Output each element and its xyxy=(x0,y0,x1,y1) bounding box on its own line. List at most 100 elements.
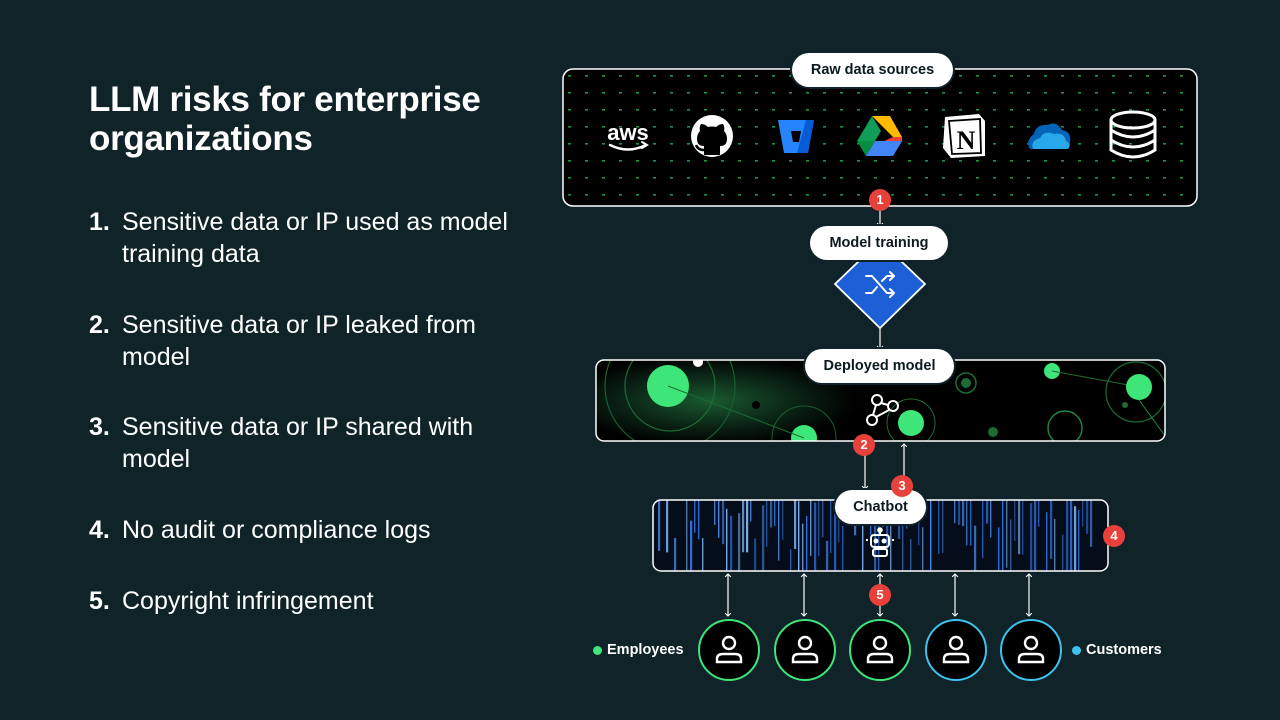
legend-employees: Employees xyxy=(593,641,684,659)
model-training-label: Model training xyxy=(810,226,948,260)
signal-bar xyxy=(790,549,792,571)
signal-bar xyxy=(1018,500,1021,555)
signal-bar xyxy=(1090,500,1093,547)
signal-bar xyxy=(794,500,797,550)
github-icon xyxy=(691,115,733,157)
model-nodes-icon xyxy=(866,394,899,426)
signal-bar xyxy=(834,501,837,571)
person-icon xyxy=(942,635,970,664)
user-avatar-employee xyxy=(849,619,911,681)
signal-bar xyxy=(702,538,704,571)
deployed-model-panel xyxy=(595,359,1166,442)
signal-bar xyxy=(998,527,1000,571)
page-title: LLM risks for enterprise organizations xyxy=(89,80,481,158)
signal-bar xyxy=(1070,500,1073,571)
user-arrows xyxy=(724,573,1033,617)
signal-bar xyxy=(1010,519,1012,571)
signal-bar xyxy=(910,539,912,571)
employees-dot-icon xyxy=(593,645,602,655)
risk-number: 4. xyxy=(89,516,110,544)
person-icon xyxy=(866,635,894,664)
user-avatar-customer xyxy=(925,619,987,681)
risk-text: Copyright infringement xyxy=(122,587,374,615)
risk-badge-1: 1 xyxy=(869,189,891,211)
signal-bar xyxy=(942,500,944,553)
signal-bar xyxy=(962,500,965,527)
signal-bar xyxy=(818,500,820,557)
signal-bar xyxy=(826,540,829,571)
signal-bar xyxy=(1062,534,1064,571)
signal-bar xyxy=(970,500,972,546)
signal-bar xyxy=(930,500,932,571)
risk-badge-5: 5 xyxy=(869,584,891,606)
signal-bar xyxy=(1078,509,1080,571)
raw-data-sources-label: Raw data sources xyxy=(792,53,953,87)
signal-bar xyxy=(714,500,716,525)
signal-bar xyxy=(730,515,733,571)
signal-bar xyxy=(802,523,804,571)
signal-bar xyxy=(814,502,817,571)
customers-dot-icon xyxy=(1072,645,1081,655)
signal-bar xyxy=(1086,500,1089,534)
risk-number: 2. xyxy=(89,311,110,339)
signal-bar xyxy=(782,500,784,540)
signal-bar xyxy=(938,500,940,554)
signal-bar xyxy=(954,500,956,524)
signal-bar xyxy=(918,500,920,546)
signal-bar xyxy=(922,527,924,571)
signal-bar xyxy=(742,500,745,553)
svg-text:aws: aws xyxy=(607,120,649,145)
svg-text:N: N xyxy=(957,126,976,155)
person-icon xyxy=(791,635,819,664)
deployed-model-label: Deployed model xyxy=(805,349,954,383)
signal-bar xyxy=(838,500,840,543)
signal-bar xyxy=(686,500,688,571)
risk-item: 1. Sensitive data or IP used as model tr… xyxy=(89,206,509,270)
bitbucket-icon xyxy=(778,120,814,153)
signal-bar xyxy=(990,500,992,538)
signal-bar xyxy=(726,508,728,571)
signal-bar xyxy=(1082,500,1084,527)
signal-bar xyxy=(1066,500,1069,571)
signal-bar xyxy=(770,500,773,528)
signal-bar xyxy=(798,501,800,571)
signal-bar xyxy=(890,509,892,571)
signal-bar xyxy=(902,500,904,571)
signal-bar xyxy=(886,500,889,554)
signal-bar xyxy=(982,500,984,559)
signal-bar xyxy=(1030,503,1033,571)
signal-bar xyxy=(810,500,812,556)
signal-bar xyxy=(778,500,780,561)
signal-bar xyxy=(762,505,765,571)
signal-bar xyxy=(1034,500,1037,571)
signal-bar xyxy=(690,520,693,571)
risk-text: Sensitive data or IP leaked from model xyxy=(122,311,476,371)
shuffle-icon xyxy=(865,271,895,298)
signal-bar xyxy=(1006,500,1008,568)
google-drive-icon xyxy=(857,116,902,156)
risk-badge-4: 4 xyxy=(1103,525,1125,547)
person-icon xyxy=(715,635,743,664)
signal-bar xyxy=(694,500,696,533)
risk-item: 3. Sensitive data or IP shared with mode… xyxy=(89,411,509,475)
risk-text: No audit or compliance logs xyxy=(122,516,431,544)
signal-bar xyxy=(754,538,757,571)
signal-bar xyxy=(750,500,752,522)
signal-bar xyxy=(698,500,700,540)
risk-number: 3. xyxy=(89,413,110,441)
legend-customers-label: Customers xyxy=(1086,642,1162,658)
signal-bar xyxy=(774,500,776,526)
signal-bar xyxy=(862,502,864,571)
signal-bar xyxy=(842,525,844,571)
signal-bar xyxy=(766,500,768,547)
signal-bar xyxy=(966,500,968,546)
notion-icon: N xyxy=(943,114,985,158)
database-icon xyxy=(1109,110,1157,159)
signal-bar xyxy=(974,525,977,571)
user-avatar-employee xyxy=(698,619,760,681)
signal-bar xyxy=(674,538,677,571)
signal-bar xyxy=(658,500,661,551)
chatbot-label: Chatbot xyxy=(835,490,926,524)
raw-data-sources-panel xyxy=(562,68,1198,207)
